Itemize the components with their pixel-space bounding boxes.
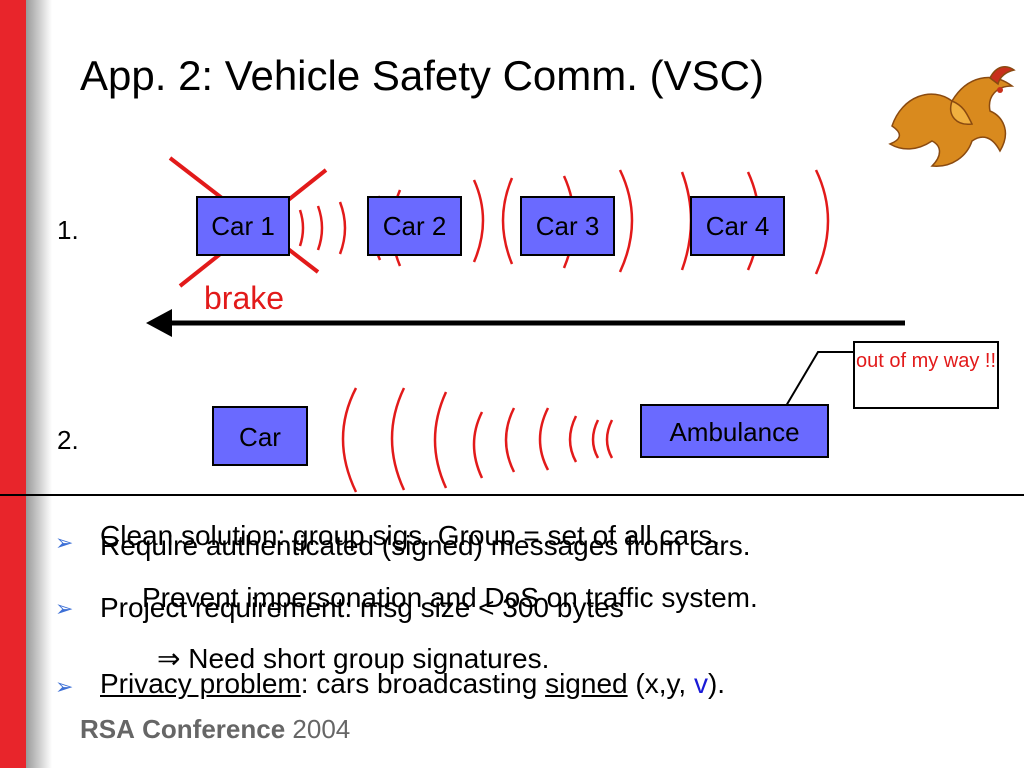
slide-title: App. 2: Vehicle Safety Comm. (VSC): [80, 52, 764, 99]
car-4-box: Car 4: [690, 196, 785, 256]
footer-branding: RSA Conference 2004: [80, 714, 350, 745]
scenario-1-number: 1.: [57, 215, 79, 245]
vsc-diagram: [146, 156, 905, 493]
bullet-2-subtext: ⇒ Need short group signatures.: [157, 643, 550, 674]
car-box: Car: [212, 406, 308, 466]
dragon-icon: [888, 65, 1016, 167]
bullet-2-text: Project requirement: msg size < 300 byte…: [100, 592, 624, 623]
footer-word: Conference: [142, 714, 286, 744]
bullet-1-text: Require authenticated (signed) messages …: [100, 530, 751, 561]
bullet-3-text: Privacy problem: cars broadcasting signe…: [100, 668, 726, 699]
bullet-1-subtext: Prevent impersonation and DoS on traffic…: [142, 582, 758, 613]
callout-pointer: [785, 351, 853, 407]
left-shadow-band: [26, 0, 52, 768]
bullet-1-overlay-text: Clean solution: group sigs. Group = set …: [100, 520, 721, 551]
car-1-box: Car 1: [196, 196, 290, 256]
footer-brand: RSA: [80, 714, 135, 744]
velocity-v: v: [693, 668, 708, 699]
direction-arrow: [146, 309, 905, 337]
callout-bubble: out of my way !!: [853, 341, 999, 409]
arrowhead-bullet-icon: ➢: [55, 530, 74, 555]
car-3-box: Car 3: [520, 196, 615, 256]
footer-year: 2004: [292, 714, 351, 744]
section-divider: [0, 494, 1024, 496]
implies-arrow: ⇒: [157, 643, 181, 674]
scenario-2-number: 2.: [57, 425, 79, 455]
signed-word: signed: [545, 668, 628, 699]
left-red-bar: [0, 0, 26, 768]
brake-label: brake: [204, 280, 285, 316]
car-2-box: Car 2: [367, 196, 462, 256]
privacy-problem-label: Privacy problem: [100, 668, 301, 699]
ambulance-box: Ambulance: [640, 404, 829, 458]
arrowhead-bullet-icon: ➢: [55, 596, 74, 621]
arrowhead-bullet-icon: ➢: [55, 674, 74, 699]
signal-waves-scenario-2: [341, 387, 614, 493]
